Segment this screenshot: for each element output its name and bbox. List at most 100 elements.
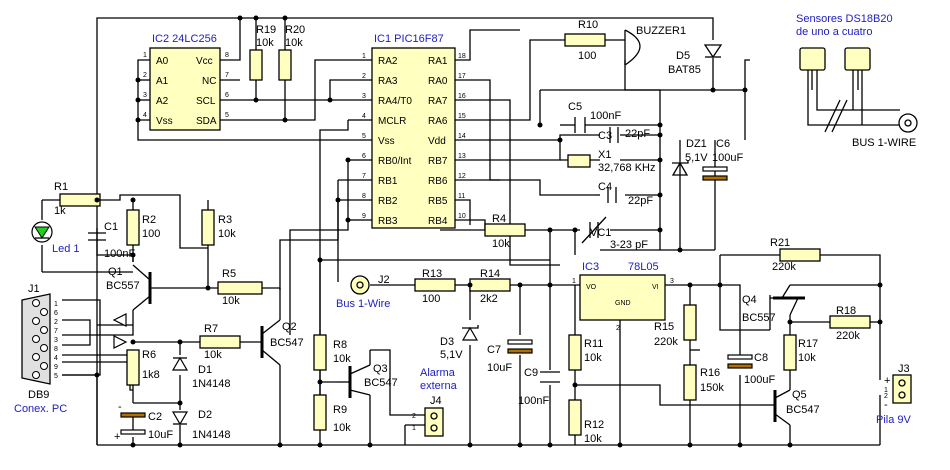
c5-name: C5 — [568, 101, 582, 113]
q3-name: Q3 — [373, 363, 388, 375]
dz1-value: 5,1V — [685, 152, 708, 164]
alarm-line1: Alarma — [420, 367, 456, 379]
ic2-pin-vcc: Vcc — [196, 56, 213, 67]
c5: C5 100nF — [568, 101, 621, 133]
c7-value: 10uF — [487, 362, 512, 374]
ic1-num-10: 10 — [458, 213, 466, 220]
r16-value: 150k — [700, 382, 724, 394]
ic1-num-2: 2 — [362, 73, 366, 80]
ic2-pin-sda: SDA — [196, 116, 217, 127]
q1-transistor: Q1 BC557 — [106, 264, 152, 311]
r8: R8 10k — [313, 334, 351, 371]
ic1-num-9: 9 — [362, 213, 366, 220]
q5-name: Q5 — [792, 389, 807, 401]
r13-value: 100 — [422, 293, 440, 305]
ic1-pin-ra7: RA7 — [428, 96, 448, 107]
db9-pin-3: 3 — [54, 337, 58, 344]
j3-battery-connector[interactable]: J3 + - 1 2 Pila 9V — [876, 363, 912, 426]
r9-name: R9 — [333, 404, 347, 416]
ic1-pin-rb0-int: RB0/Int — [378, 156, 412, 167]
c3-value: 22pF — [625, 128, 650, 140]
buzzer: BUZZER1 — [624, 25, 686, 66]
r15-value: 220k — [654, 336, 678, 348]
j1-name: J1 — [28, 283, 40, 295]
r14-value: 2k2 — [480, 293, 498, 305]
ic1-pin-rb4: RB4 — [428, 216, 448, 227]
c6-value: 100uF — [712, 152, 743, 164]
r1-value: 1k — [54, 205, 66, 217]
r9: R9 10k — [313, 394, 351, 434]
r20: R20 10k — [278, 24, 305, 81]
r20-value: 10k — [285, 37, 303, 49]
c9-value: 100nF — [518, 395, 549, 407]
r8-name: R8 — [333, 339, 347, 351]
db9-pin-7: 7 — [54, 328, 58, 335]
q2-transistor: Q2 BC547 — [260, 319, 304, 366]
c6-name: C6 — [716, 138, 730, 150]
ic1-pin-rb2: RB2 — [378, 196, 398, 207]
ic1-pin-ra6: RA6 — [428, 116, 448, 127]
r13-name: R13 — [422, 268, 442, 280]
c7-name: C7 — [487, 344, 501, 356]
q1-value: BC557 — [106, 280, 140, 292]
c7: C7 10uF — [487, 339, 533, 374]
db9-pin-2: 2 — [54, 319, 58, 326]
r21: R21 220k — [770, 237, 821, 273]
j3-plus: + — [884, 375, 890, 387]
db9-pin-socket — [40, 362, 48, 370]
ic1-num-17: 17 — [458, 73, 466, 80]
db9-pin-socket — [32, 299, 40, 307]
r17: R17 10k — [783, 334, 818, 371]
r16-name: R16 — [700, 367, 720, 379]
ic2-num-5: 5 — [225, 112, 229, 119]
j2-label: Bus 1-Wire — [336, 298, 390, 310]
r19-name: R19 — [256, 24, 276, 36]
j1-label-db9: DB9 — [28, 389, 49, 401]
db9-pin-1: 1 — [54, 301, 58, 308]
db9-pin-socket — [32, 335, 40, 343]
r11-value: 10k — [584, 352, 602, 364]
ic1-pin-ra0: RA0 — [428, 76, 448, 87]
c4-name: C4 — [598, 181, 612, 193]
buzzer-name: BUZZER1 — [636, 25, 686, 37]
ic1-num-6: 6 — [362, 153, 366, 160]
r13: R13 100 — [414, 268, 456, 305]
led1: Led 1 — [31, 221, 80, 255]
ic1-num-7: 7 — [362, 173, 366, 180]
ic2-chip: IC2 24LC256 A0 A1 A2 Vss Vcc NC SCL SDA … — [143, 33, 229, 131]
d5-diode: D5 BAT85 — [668, 44, 723, 76]
db9-pin-socket — [40, 344, 48, 352]
j4-connector[interactable]: J4 2 1 — [412, 395, 444, 437]
dz1-name: DZ1 — [686, 138, 707, 150]
ic3-pin3: 3 — [670, 278, 674, 285]
ic3-vi: VI — [652, 284, 659, 291]
ic1-num-5: 5 — [362, 133, 366, 140]
r10: R10 100 — [564, 19, 606, 62]
ic2-num-3: 3 — [143, 92, 147, 99]
db9-pin-socket — [32, 371, 40, 379]
r20-name: R20 — [285, 24, 305, 36]
ic3-pin2: 2 — [616, 325, 620, 332]
ic1-pin-ra3: RA3 — [378, 76, 398, 87]
ic2-pin-a0: A0 — [156, 56, 169, 67]
d1-value: 1N4148 — [192, 378, 231, 390]
r11-name: R11 — [584, 338, 603, 350]
r7-value: 10k — [204, 349, 222, 361]
r3-value: 10k — [218, 228, 236, 240]
d1-name: D1 — [198, 364, 212, 376]
ic2-title: IC2 24LC256 — [152, 33, 217, 45]
j3-pin-2: 2 — [884, 393, 888, 400]
ic2-pin-scl: SCL — [196, 96, 216, 107]
vc1-trimmer: VC1 3-23 pF — [581, 216, 648, 251]
q3-transistor: Q3 BC547 — [338, 363, 398, 398]
r5-name: R5 — [222, 268, 236, 280]
vc1-value: 3-23 pF — [610, 239, 648, 251]
ic1-pin-vdd: Vdd — [428, 136, 446, 147]
c2-value: 10uF — [148, 429, 173, 441]
r2-name: R2 — [142, 214, 156, 226]
ic2-num-4: 4 — [143, 112, 147, 119]
q4-name: Q4 — [742, 294, 757, 306]
j2-connector[interactable]: J2 Bus 1-Wire — [336, 274, 390, 310]
